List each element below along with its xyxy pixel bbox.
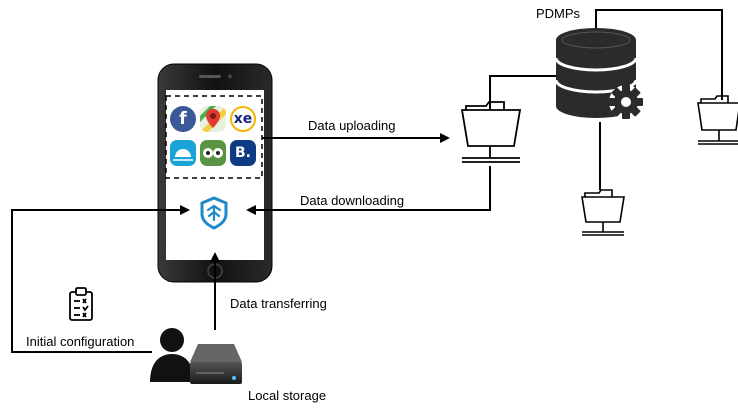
tripadvisor-app-icon	[200, 140, 226, 166]
booking-app-icon: B.	[230, 140, 256, 166]
gear-icon	[609, 85, 643, 119]
facebook-app-icon: f	[170, 106, 196, 132]
xe-app-icon: xe	[230, 106, 256, 132]
facebook-glyph: f	[179, 109, 187, 129]
owl-eyes-icon	[203, 148, 223, 158]
xe-glyph: xe	[233, 111, 253, 127]
user-icon	[150, 328, 194, 382]
hard-drive-icon	[190, 344, 242, 384]
sunrise-icon	[173, 149, 193, 161]
shield-app-icon	[200, 196, 228, 230]
booking-glyph: B.	[235, 145, 251, 161]
local-storage-label: Local storage	[248, 388, 327, 403]
google-maps-app-icon	[200, 106, 226, 132]
initial-configuration-label: Initial configuration	[26, 334, 135, 349]
data-transferring-label: Data transferring	[230, 296, 327, 311]
pdmp-network-lines	[489, 9, 723, 190]
data-downloading-label: Data downloading	[300, 193, 405, 208]
skyscanner-app-icon	[170, 140, 196, 166]
folder-server-icon	[460, 101, 522, 163]
folder-server-icon	[581, 189, 625, 236]
initial-configuration-arrow	[11, 205, 190, 353]
data-uploading-label: Data uploading	[308, 118, 396, 133]
download-arrow	[246, 166, 491, 215]
pdmps-label: PDMPs	[536, 6, 581, 21]
folder-server-icon	[697, 95, 738, 145]
map-pin-icon	[200, 106, 226, 132]
clipboard-checklist-icon	[69, 287, 93, 321]
